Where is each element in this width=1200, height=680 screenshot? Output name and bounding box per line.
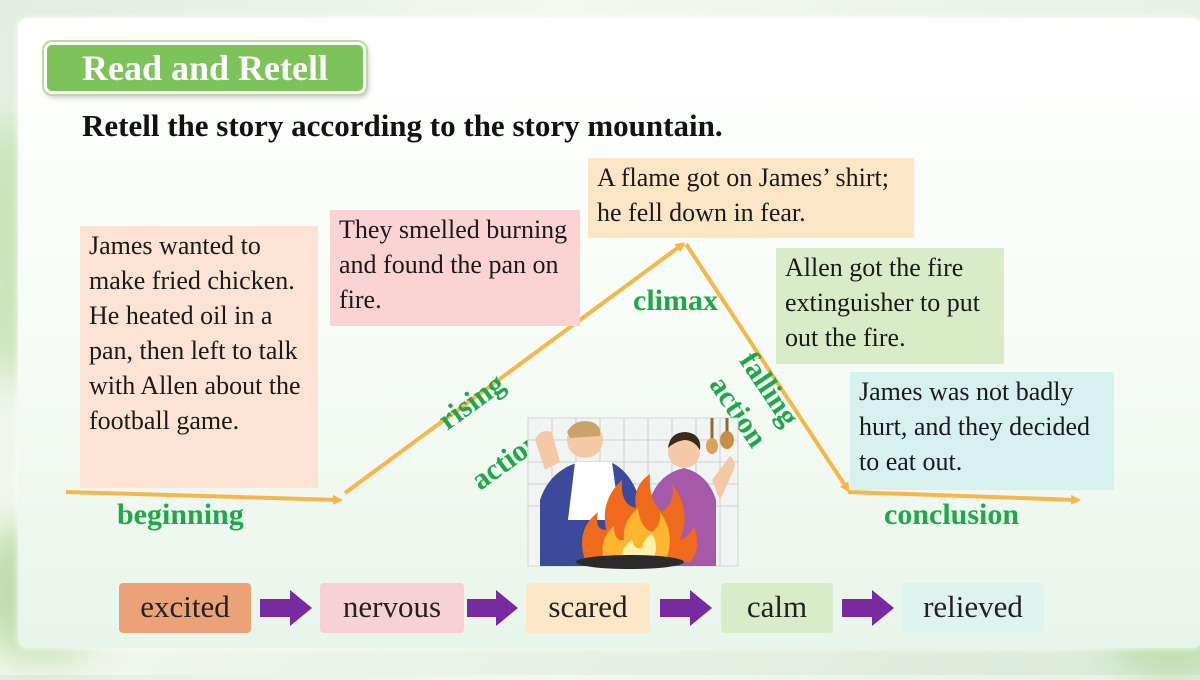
climax-box: A flame got on James’ shirt; he fell dow… [588, 158, 914, 238]
conclusion-arrow [847, 490, 1081, 505]
emotion-arrow-4 [842, 590, 894, 626]
beginning-box: James wanted to make fried chicken. He h… [80, 226, 318, 488]
conclusion-box: James was not badly hurt, and they decid… [850, 372, 1114, 490]
emotion-arrow-3 [660, 590, 712, 626]
emotion-calm: calm [721, 583, 833, 633]
emotion-excited: excited [119, 583, 251, 633]
beginning-arrow [65, 490, 343, 505]
climax-label: climax [633, 284, 718, 317]
section-tag: Read and Retell [44, 42, 366, 94]
instruction-text: Retell the story according to the story … [82, 108, 723, 143]
emotion-arrow-1 [260, 590, 312, 626]
rising-arrow [343, 242, 686, 495]
rising-action-box: They smelled burning and found the pan o… [330, 210, 580, 326]
beginning-label: beginning [117, 498, 244, 531]
conclusion-label: conclusion [884, 498, 1020, 531]
emotion-relieved: relieved [902, 583, 1044, 633]
emotion-nervous: nervous [320, 583, 464, 633]
falling-arrow [684, 242, 850, 493]
falling-action-box: Allen got the fire extinguisher to put o… [776, 248, 1004, 364]
emotion-scared: scared [526, 583, 650, 633]
emotion-arrow-2 [467, 590, 518, 626]
